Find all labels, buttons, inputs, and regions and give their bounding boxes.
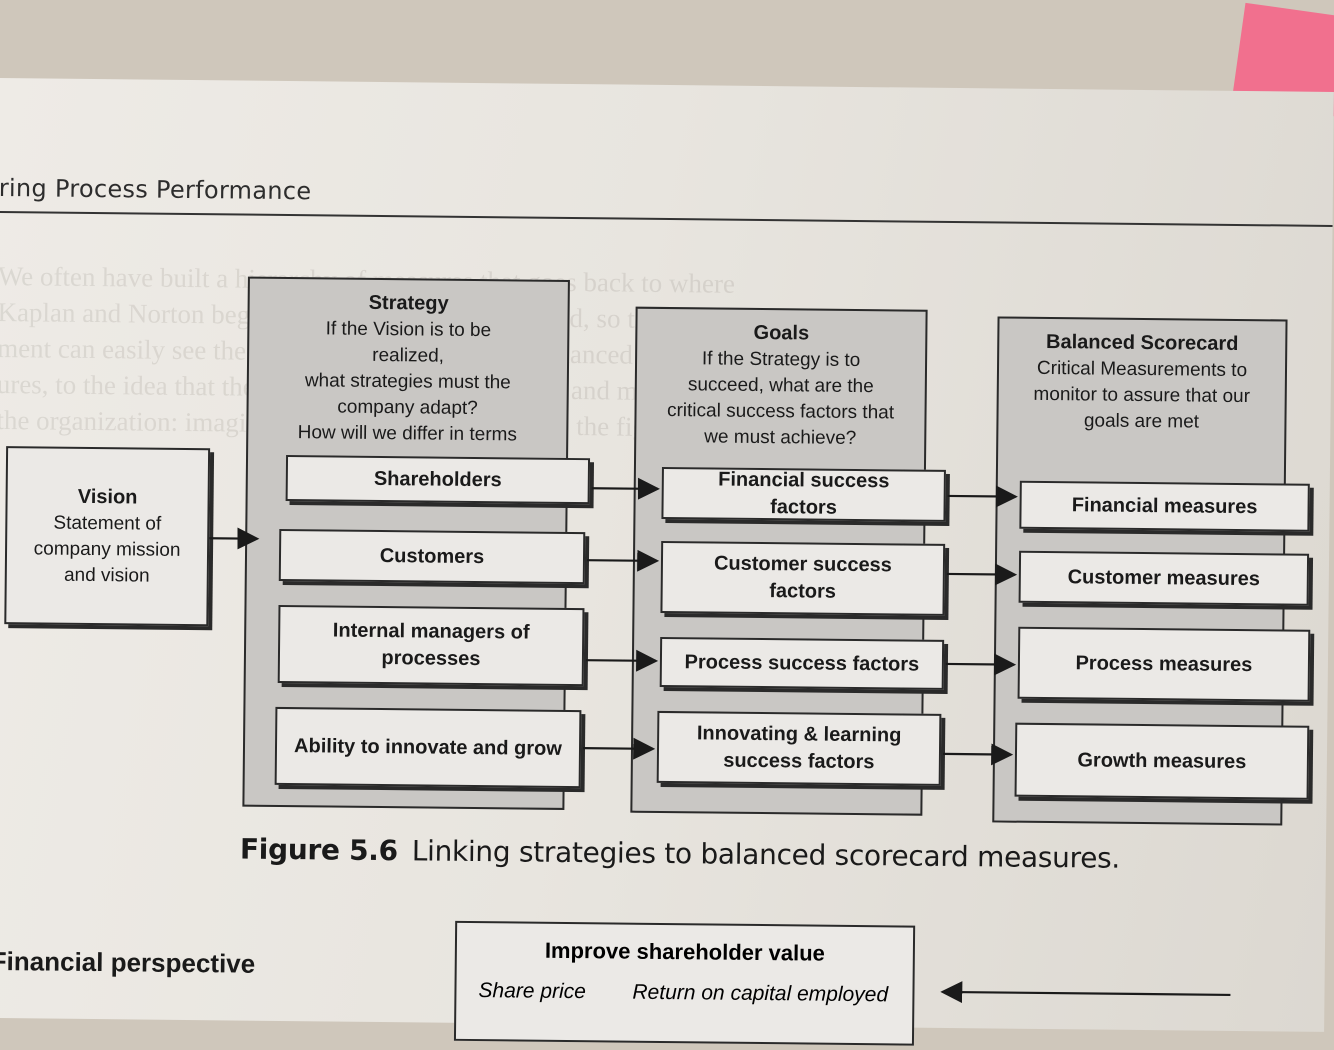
financial-perspective-heading: Financial perspective	[0, 945, 256, 979]
arrow-vision-strategy	[209, 527, 260, 550]
arrow-process-measures	[945, 653, 1017, 676]
figure-label: Figure 5.6	[239, 832, 398, 868]
return-on-capital-label: Return on capital employed	[632, 980, 889, 1007]
shareholder-value-title: Improve shareholder value	[544, 937, 826, 966]
arrow-growth-measures	[942, 743, 1014, 766]
shareholder-value-box: Improve shareholder value Share price Re…	[453, 920, 916, 1046]
book-page: ring Process Performance We often have b…	[0, 78, 1334, 1046]
arrow-financial-measures	[947, 485, 1018, 508]
arrow-customer-measures	[946, 563, 1018, 586]
bottom-arrow	[940, 981, 1231, 1004]
share-price-label: Share price	[478, 979, 586, 1004]
arrow-innovate-innovating	[583, 737, 656, 760]
arrow-internal-process	[585, 649, 659, 672]
arrow-shareholders-financial	[591, 477, 660, 500]
arrow-customers-customer	[586, 549, 660, 572]
connector-arrows	[209, 477, 1018, 766]
